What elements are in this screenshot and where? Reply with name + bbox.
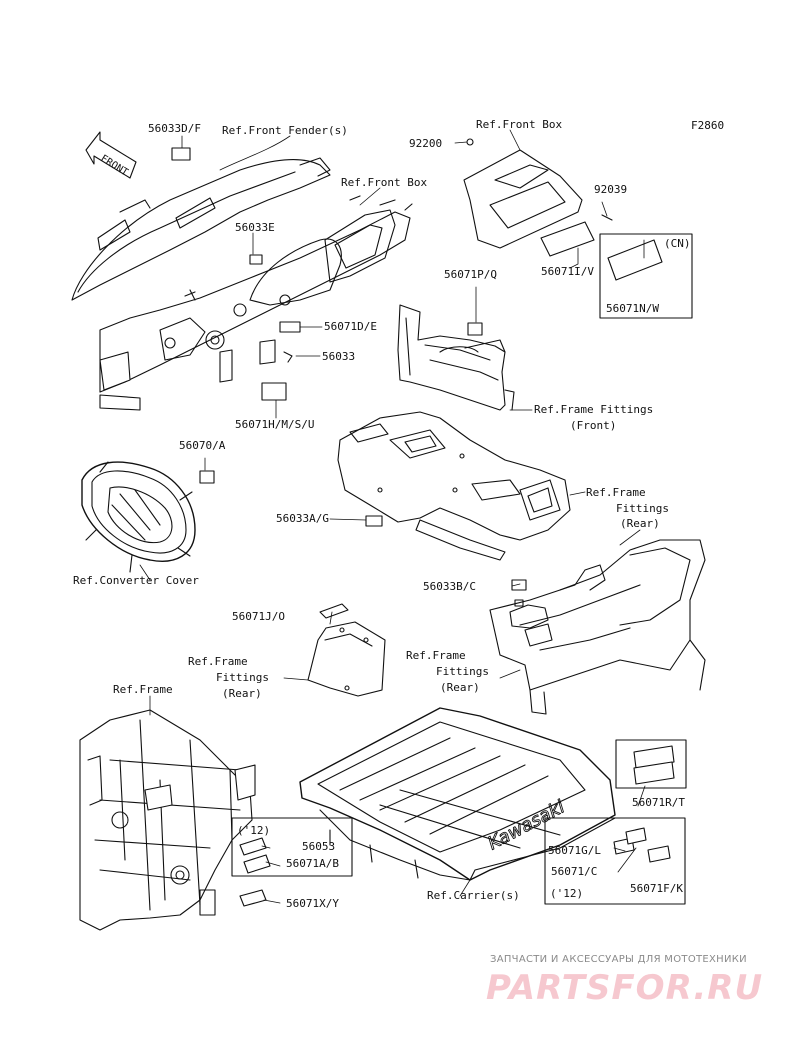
label-56071rt: 56071R/T: [632, 796, 685, 809]
label-frame-fittings-rear-c3: (Rear): [440, 681, 480, 694]
label-56071ab: 56071A/B: [286, 857, 339, 870]
label-frame-fittings-front: Ref.Frame Fittings: [534, 403, 654, 416]
converter-cover-part: [81, 461, 215, 573]
label-56071gl: 56071G/L: [548, 844, 601, 857]
label-56033df: 56033D/F: [148, 122, 201, 135]
label-56071nw: 56071N/W: [606, 302, 659, 315]
label-56071pq: 56071P/Q: [444, 268, 497, 281]
label-56071fk: 56071F/K: [630, 882, 683, 895]
frame-fittings-rear-right-part: [489, 539, 706, 715]
label-56033bc: 56033B/C: [423, 580, 476, 593]
label-frame-fittings-front-sub: (Front): [570, 419, 617, 432]
figure-code: F2860: [691, 119, 725, 132]
front-fender-part: [71, 157, 413, 411]
decal-group-right: [613, 745, 675, 863]
front-arrow-icon: FRONT: [85, 131, 137, 179]
label-56070a: 56070/A: [179, 439, 226, 452]
frame-fittings-front-part: [397, 304, 515, 411]
label-frame-fittings-rear-a1: Ref.Frame: [586, 486, 646, 499]
ab-bracket-box: [231, 817, 353, 877]
label-year12-b: ('12): [550, 887, 584, 900]
label-front-fender: Ref.Front Fender(s): [222, 124, 348, 137]
label-frame-fittings-rear-a2: Fittings: [616, 502, 669, 515]
gl-bracket-box: [544, 817, 686, 905]
label-frame-fittings-rear-c1: Ref.Frame: [406, 649, 466, 662]
label-56071iv: 56071I/V: [541, 265, 594, 278]
label-56033: 56033: [322, 350, 356, 363]
label-56053: 56053: [302, 840, 336, 853]
frame-part: [79, 709, 271, 931]
label-frame-fittings-rear-a3: (Rear): [620, 517, 660, 530]
front-box-part: [463, 138, 663, 281]
label-56071de: 56071D/E: [324, 320, 377, 333]
label-frame-fittings-rear-c2: Fittings: [436, 665, 489, 678]
label-carriers: Ref.Carrier(s): [427, 889, 520, 902]
rt-bracket-box: [615, 739, 687, 789]
label-frame-fittings-rear-b2: Fittings: [216, 671, 269, 684]
panel-part: [307, 603, 386, 697]
watermark-logo: PARTSFOR.RU: [486, 968, 764, 1008]
label-56033ag: 56033A/G: [276, 512, 329, 525]
label-year12-a: ('12): [237, 824, 271, 837]
carrier-bed-part: Kawasaki: [299, 707, 616, 881]
label-converter-cover: Ref.Converter Cover: [73, 574, 199, 587]
label-56071c: 56071/C: [551, 865, 598, 878]
frame-fittings-rear-center-part: [337, 411, 571, 561]
label-frame-fittings-rear-b1: Ref.Frame: [188, 655, 248, 668]
label-56033e: 56033E: [235, 221, 275, 234]
label-front-box-mid: Ref.Front Box: [341, 176, 428, 189]
label-92200: 92200: [409, 137, 443, 150]
label-frame-fittings-rear-b3: (Rear): [222, 687, 262, 700]
label-56071xy: 56071X/Y: [286, 897, 339, 910]
label-92039: 92039: [594, 183, 628, 196]
label-56071jo: 56071J/O: [232, 610, 285, 623]
watermark-tagline: ЗАПЧАСТИ И АКСЕССУАРЫ ДЛЯ МОТОТЕХНИКИ: [490, 954, 747, 965]
label-front-box-top: Ref.Front Box: [476, 118, 563, 131]
label-56071hmsu: 56071H/M/S/U: [235, 418, 315, 431]
label-cn: (CN): [664, 237, 691, 250]
label-ref-frame: Ref.Frame: [113, 683, 173, 696]
cn-bracket-box: [599, 233, 693, 319]
